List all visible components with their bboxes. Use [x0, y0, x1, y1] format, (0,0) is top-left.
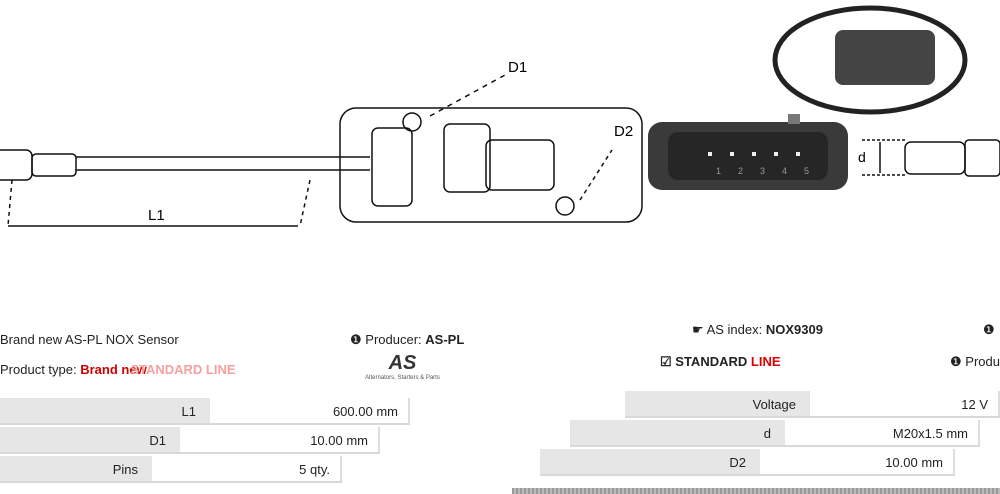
line-overlay: STANDARD LINE — [130, 362, 236, 377]
info-icon: ❶ — [350, 332, 362, 347]
check-icon: ☑ — [660, 354, 672, 369]
sensor-dimension-diagram: 1 2 3 4 5 D1 D2 L1 d — [0, 5, 1000, 227]
as-index: ☛ AS index: NOX9309 — [692, 322, 823, 337]
hand-icon: ☛ — [692, 322, 704, 337]
svg-text:3: 3 — [760, 166, 765, 176]
as-pl-logo: AS Alternators, Starters & Parts — [365, 352, 440, 381]
product-type-value: Brand new — [80, 362, 147, 377]
info-icon: ❶ — [983, 322, 995, 337]
svg-text:5: 5 — [804, 166, 809, 176]
connector-pins: 1 2 3 4 5 — [708, 152, 809, 176]
standard-line-badge: ☑ STANDARD LINE — [660, 354, 781, 369]
d2-label: D2 — [614, 123, 633, 140]
svg-text:4: 4 — [782, 166, 787, 176]
divider — [512, 488, 1000, 494]
connector-photo — [648, 5, 968, 190]
l1-label: L1 — [148, 207, 165, 224]
producer: ❶ Producer: AS-PL — [350, 332, 465, 347]
d1-label: D1 — [508, 59, 527, 76]
product-type-label: Product type: — [0, 362, 77, 377]
product-description: Brand new AS-PL NOX Sensor — [0, 332, 179, 347]
svg-text:1: 1 — [716, 166, 721, 176]
d-label: d — [858, 149, 866, 165]
product-type: Product type: Brand new STANDARD LINE — [0, 362, 236, 377]
info-icon: ❶ — [950, 354, 962, 369]
svg-text:2: 2 — [738, 166, 743, 176]
producer-right: ❶ Producer: — [950, 354, 1000, 369]
